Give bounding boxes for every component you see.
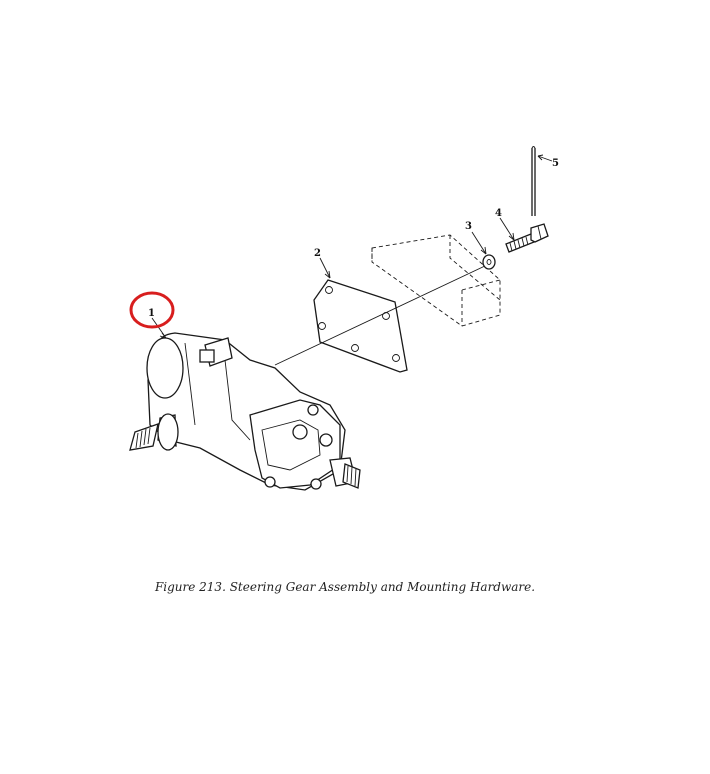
mounting-bolt — [505, 223, 549, 253]
steering-gear-assembly — [129, 332, 361, 491]
callout-4-label: 4 — [495, 208, 502, 219]
cotter-pin — [531, 146, 536, 216]
callout-1: 1 — [148, 308, 167, 339]
callout-2-label: 2 — [314, 248, 321, 259]
callout-5: 5 — [537, 154, 559, 169]
callout-3: 3 — [465, 221, 487, 255]
callout-1-label: 1 — [148, 308, 155, 319]
highlight-circle — [129, 291, 175, 329]
mounting-plate — [313, 279, 408, 373]
frame-bracket — [371, 234, 501, 327]
lock-washer — [482, 254, 496, 270]
callout-3-label: 3 — [465, 221, 472, 232]
callout-4: 4 — [495, 208, 515, 241]
callout-5-label: 5 — [552, 158, 559, 169]
callout-2: 2 — [314, 248, 331, 279]
figure-caption: Figure 213. Steering Gear Assembly and M… — [154, 580, 536, 594]
